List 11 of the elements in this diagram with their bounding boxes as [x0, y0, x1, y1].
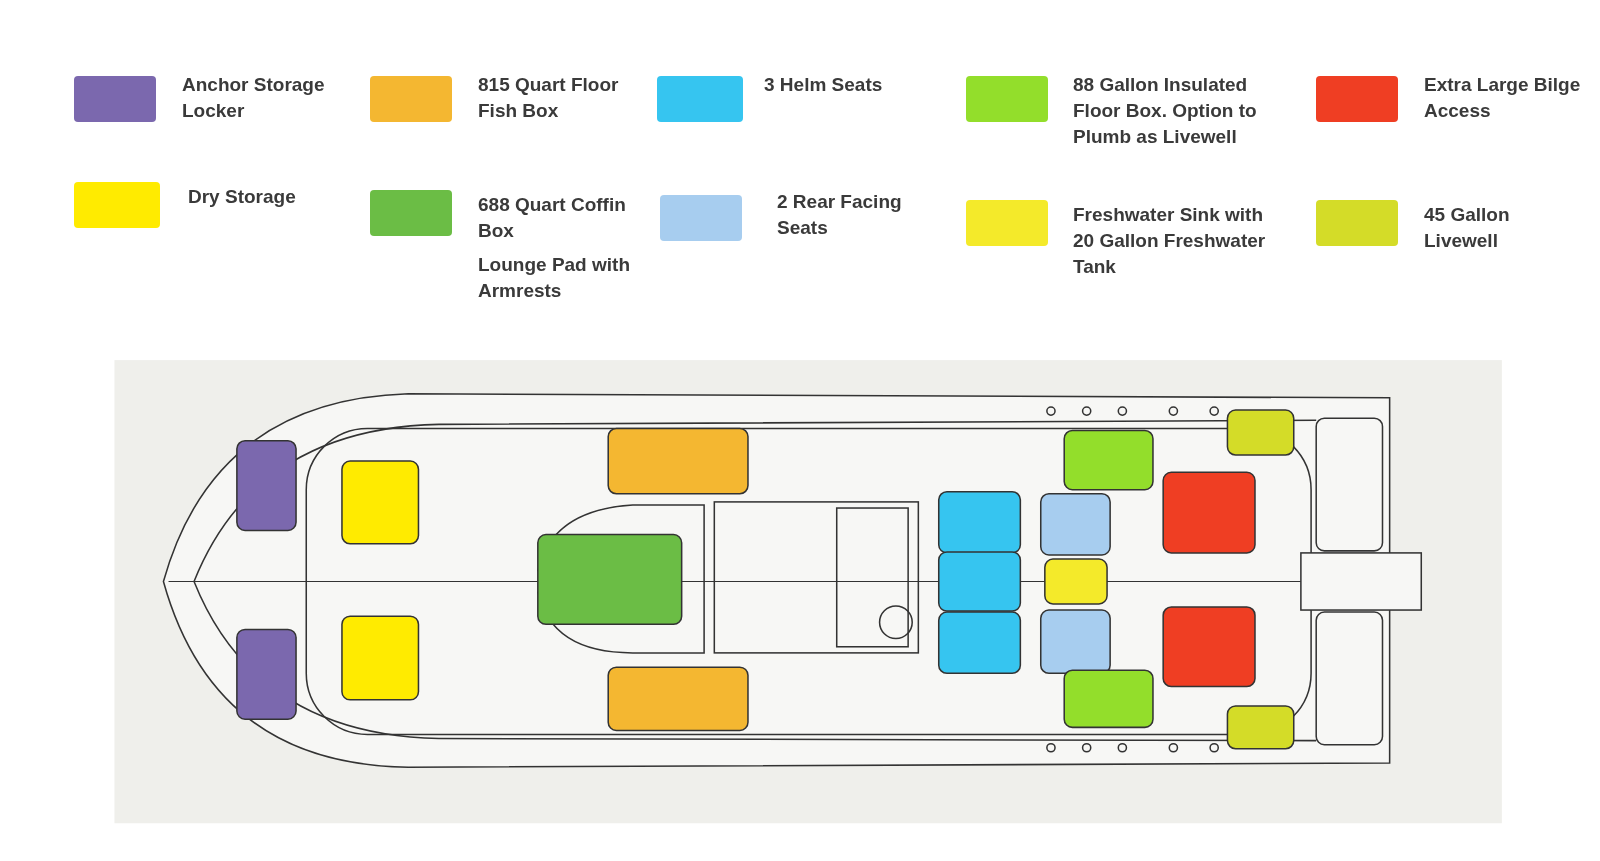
legend-label: 45 Gallon Livewell [1424, 203, 1511, 253]
legend-label: Freshwater Sink with 20 Gallon Freshwater Tank [1073, 203, 1267, 279]
legend-label: 688 Quart Coffin Box [478, 193, 627, 243]
legend-note: Lounge Pad with Armrests [478, 253, 631, 303]
legend-label: Anchor Storage Locker [182, 73, 326, 123]
legend-label: 88 Gallon Insulated Floor Box. Option to Plumb as Livewell [1073, 73, 1258, 149]
legend-label: 815 Quart Floor Fish Box [478, 73, 620, 123]
legend-label: Dry Storage [188, 185, 297, 209]
legend-label: Extra Large Bilge Access [1424, 73, 1582, 123]
legend-label: 2 Rear Facing Seats [777, 190, 903, 240]
legend-label: 3 Helm Seats [764, 73, 884, 97]
